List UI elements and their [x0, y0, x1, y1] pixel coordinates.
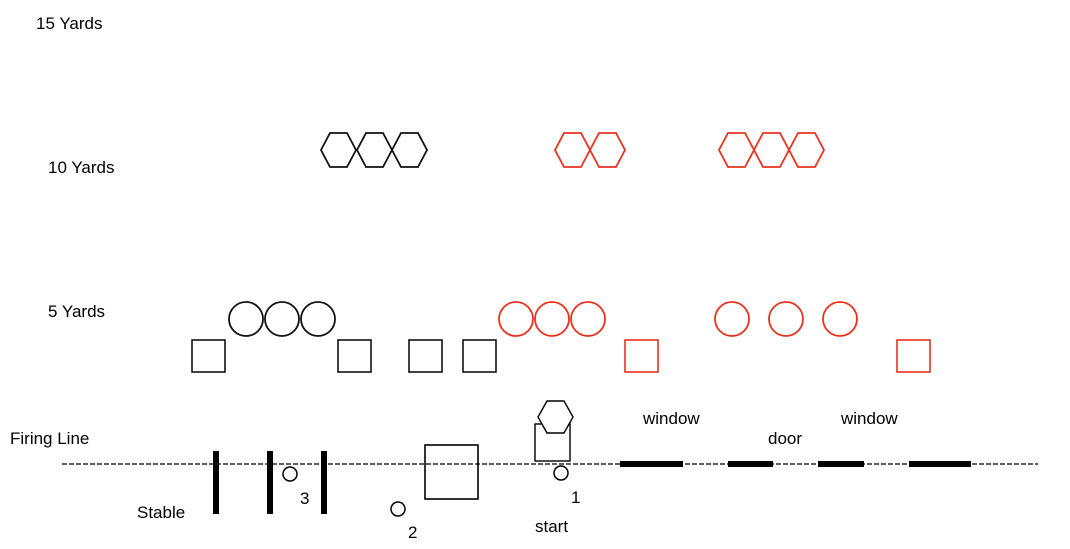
circle-target-icon [714, 301, 750, 337]
hexagon-target-icon [588, 132, 627, 168]
square-target-icon [462, 339, 497, 373]
label-position-2: 2 [408, 523, 417, 542]
square-targets-red [624, 339, 931, 373]
stable-wall [213, 451, 219, 514]
stable-wall [267, 451, 273, 514]
start-prop-hexagon [537, 400, 574, 434]
stable-walls [213, 451, 327, 514]
shooter-position-icon [282, 466, 298, 482]
circle-target-icon [822, 301, 858, 337]
wall-openings [620, 461, 971, 467]
hexagon-target-icon [787, 132, 826, 168]
hexagon-target-icon [355, 132, 394, 168]
label-position-3: 3 [300, 489, 309, 508]
hexagon-targets-black-10yd [319, 132, 429, 168]
label-15-yards: 15 Yards [36, 14, 102, 33]
prop-table [424, 444, 479, 500]
shooter-position-icon [390, 501, 406, 517]
window-left-segment [620, 461, 683, 467]
shooter-position-icon [553, 465, 569, 481]
label-door: door [768, 429, 802, 448]
shooter-positions [282, 465, 569, 517]
hexagon-target-icon [390, 132, 429, 168]
label-window-left: window [642, 409, 700, 428]
circle-target-icon [228, 301, 264, 337]
window-right-segment [909, 461, 971, 467]
label-5-yards: 5 Yards [48, 302, 105, 321]
circle-targets-black-5yd [228, 301, 336, 337]
circle-target-icon [300, 301, 336, 337]
label-10-yards: 10 Yards [48, 158, 114, 177]
circle-targets-red-5yd-a [498, 301, 606, 337]
circle-target-icon [498, 301, 534, 337]
hexagon-target-icon [752, 132, 791, 168]
window-right-segment [818, 461, 864, 467]
label-start: start [535, 517, 568, 536]
label-position-1: 1 [571, 488, 580, 507]
square-targets-black [191, 339, 497, 373]
hexagon-target-icon [553, 132, 592, 168]
hexagon-targets-red-10yd-b [717, 132, 826, 168]
stable-wall [321, 451, 327, 514]
label-window-right: window [840, 409, 898, 428]
square-target-icon [624, 339, 659, 373]
hexagon-target-icon [319, 132, 358, 168]
label-firing-line: Firing Line [10, 429, 89, 448]
circle-target-icon [534, 301, 570, 337]
hexagon-target-icon [717, 132, 756, 168]
square-target-icon [337, 339, 372, 373]
square-target-icon [896, 339, 931, 373]
label-stable: Stable [137, 503, 185, 522]
circle-target-icon [264, 301, 300, 337]
circle-target-icon [768, 301, 804, 337]
square-target-icon [408, 339, 443, 373]
circle-targets-red-5yd-b [714, 301, 858, 337]
hexagon-targets-red-10yd-a [553, 132, 627, 168]
circle-target-icon [570, 301, 606, 337]
door-segment [728, 461, 773, 467]
square-target-icon [191, 339, 226, 373]
